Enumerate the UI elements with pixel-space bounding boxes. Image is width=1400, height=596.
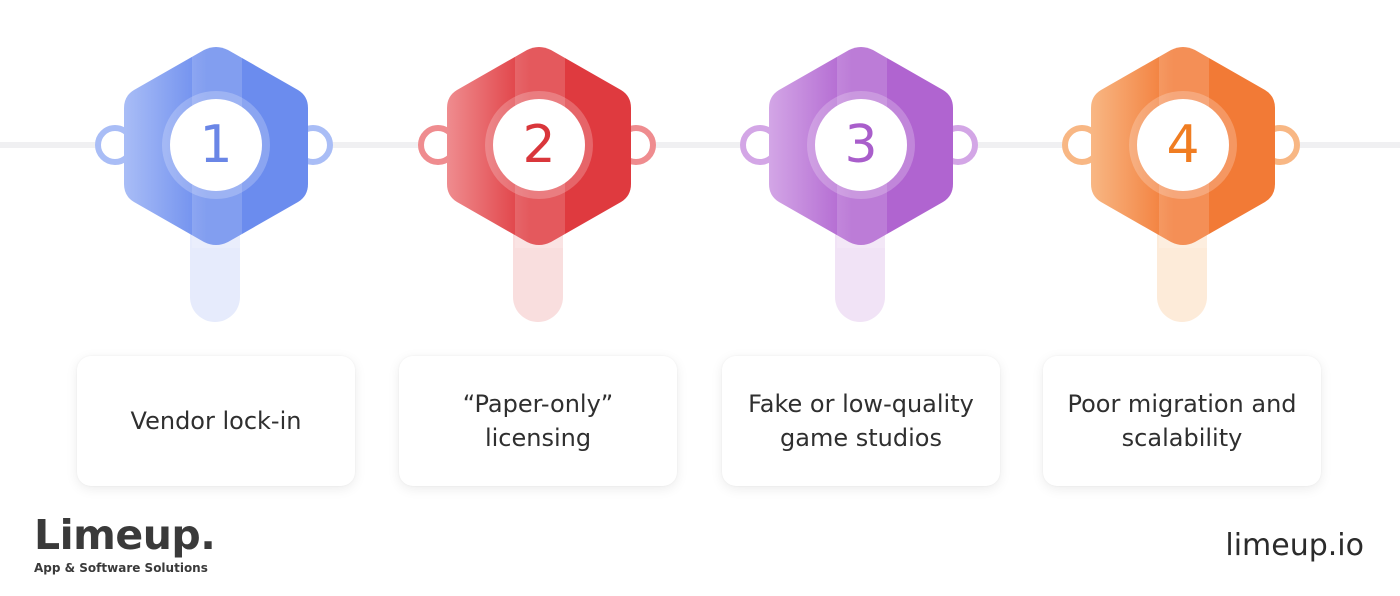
logo-tagline: App & Software Solutions bbox=[34, 561, 208, 575]
step-number: 3 bbox=[815, 99, 907, 191]
step-marker-2: 2 bbox=[418, 0, 658, 500]
step-number: 4 bbox=[1137, 99, 1229, 191]
step-marker-4: 4 bbox=[1062, 0, 1302, 500]
step-label: Vendor lock-in bbox=[130, 407, 302, 435]
step-card-4: Poor migration and scalability bbox=[1043, 356, 1321, 486]
brand-logo: Limeup. App & Software Solutions bbox=[34, 511, 216, 575]
step-label: “Paper-only” licensing bbox=[462, 390, 614, 452]
logo-wordmark: Limeup. bbox=[34, 511, 216, 559]
website-url: limeup.io bbox=[1225, 528, 1364, 563]
step-number: 1 bbox=[170, 99, 262, 191]
step-marker-3: 3 bbox=[740, 0, 980, 500]
timeline-connector-line bbox=[0, 142, 1400, 148]
step-marker-1: 1 bbox=[95, 0, 335, 500]
step-card-1: Vendor lock-in bbox=[77, 356, 355, 486]
step-label: Poor migration and scalability bbox=[1067, 390, 1297, 452]
step-label: Fake or low-quality game studios bbox=[748, 390, 974, 452]
step-card-2: “Paper-only” licensing bbox=[399, 356, 677, 486]
step-card-3: Fake or low-quality game studios bbox=[722, 356, 1000, 486]
step-number: 2 bbox=[493, 99, 585, 191]
